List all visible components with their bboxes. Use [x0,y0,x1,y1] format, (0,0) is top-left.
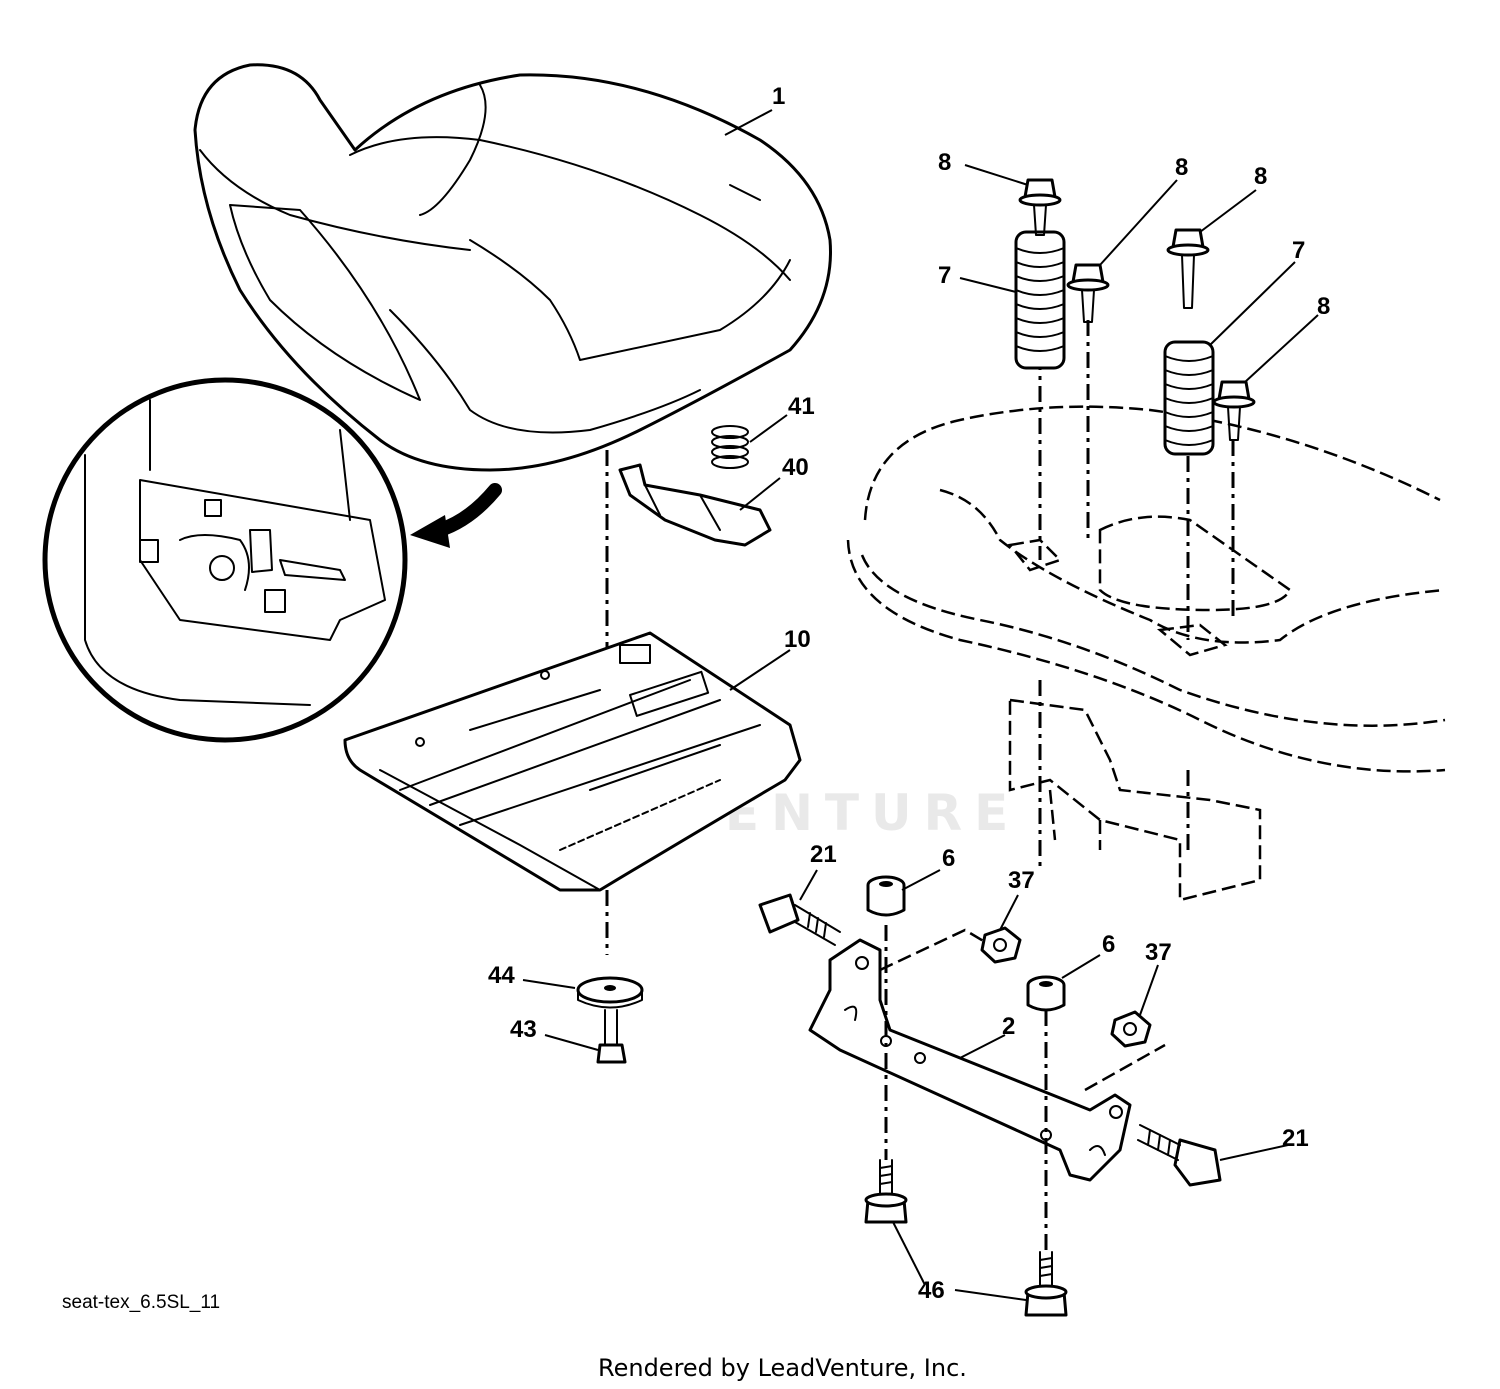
seat-part-1 [193,63,832,472]
nut-part-37-lower [1110,1010,1152,1048]
nut-part-6-upper [866,875,906,917]
callout-7: 7 [938,262,951,289]
callout-44: 44 [488,962,515,989]
nut-part-6-lower [1026,975,1066,1012]
bracket-part-2 [808,938,1132,1182]
callout-37: 37 [1008,867,1035,894]
leader-lines [522,109,1319,1301]
latch-part-40 [618,463,772,547]
screw-part-8-b [1066,263,1110,323]
spring-part-41 [711,425,749,469]
figure-code: seat-tex_6.5SL_11 [62,1292,220,1313]
footer-credit: Rendered by LeadVenture, Inc. [598,1354,967,1382]
callout-8: 8 [938,149,951,176]
callout-8: 8 [1254,163,1267,190]
bolt-part-46-left [864,1159,908,1224]
spring-part-7-left [1014,230,1066,370]
callout-7: 7 [1292,237,1305,264]
bolt-part-46-right [1024,1251,1068,1317]
callout-6: 6 [1102,931,1115,958]
callout-37: 37 [1145,939,1172,966]
bolt-part-21-left [758,893,841,946]
seat-pan-part-10 [343,631,802,892]
bolt-part-21-right [1137,1124,1222,1187]
callout-41: 41 [788,393,815,420]
screw-part-8-d [1212,380,1256,441]
detail-arrow-icon [410,483,502,548]
callout-8: 8 [1175,154,1188,181]
callout-46: 46 [918,1277,945,1304]
detail-view-circle [42,377,408,743]
callout-40: 40 [782,454,809,481]
washer-part-44 [576,976,644,1009]
fender-outline [846,405,1446,902]
screw-part-8-c [1166,228,1210,309]
bolt-part-43 [596,1009,627,1064]
spring-part-7-right [1163,340,1215,456]
callout-10: 10 [784,626,811,653]
callout-2: 2 [1002,1013,1015,1040]
callout-21: 21 [1282,1125,1309,1152]
nut-part-37-upper [980,926,1022,964]
callout-21: 21 [810,841,837,868]
callout-1: 1 [772,83,785,110]
callout-43: 43 [510,1016,537,1043]
screw-part-8-a [1018,178,1062,236]
callout-8: 8 [1317,293,1330,320]
callout-6: 6 [942,845,955,872]
